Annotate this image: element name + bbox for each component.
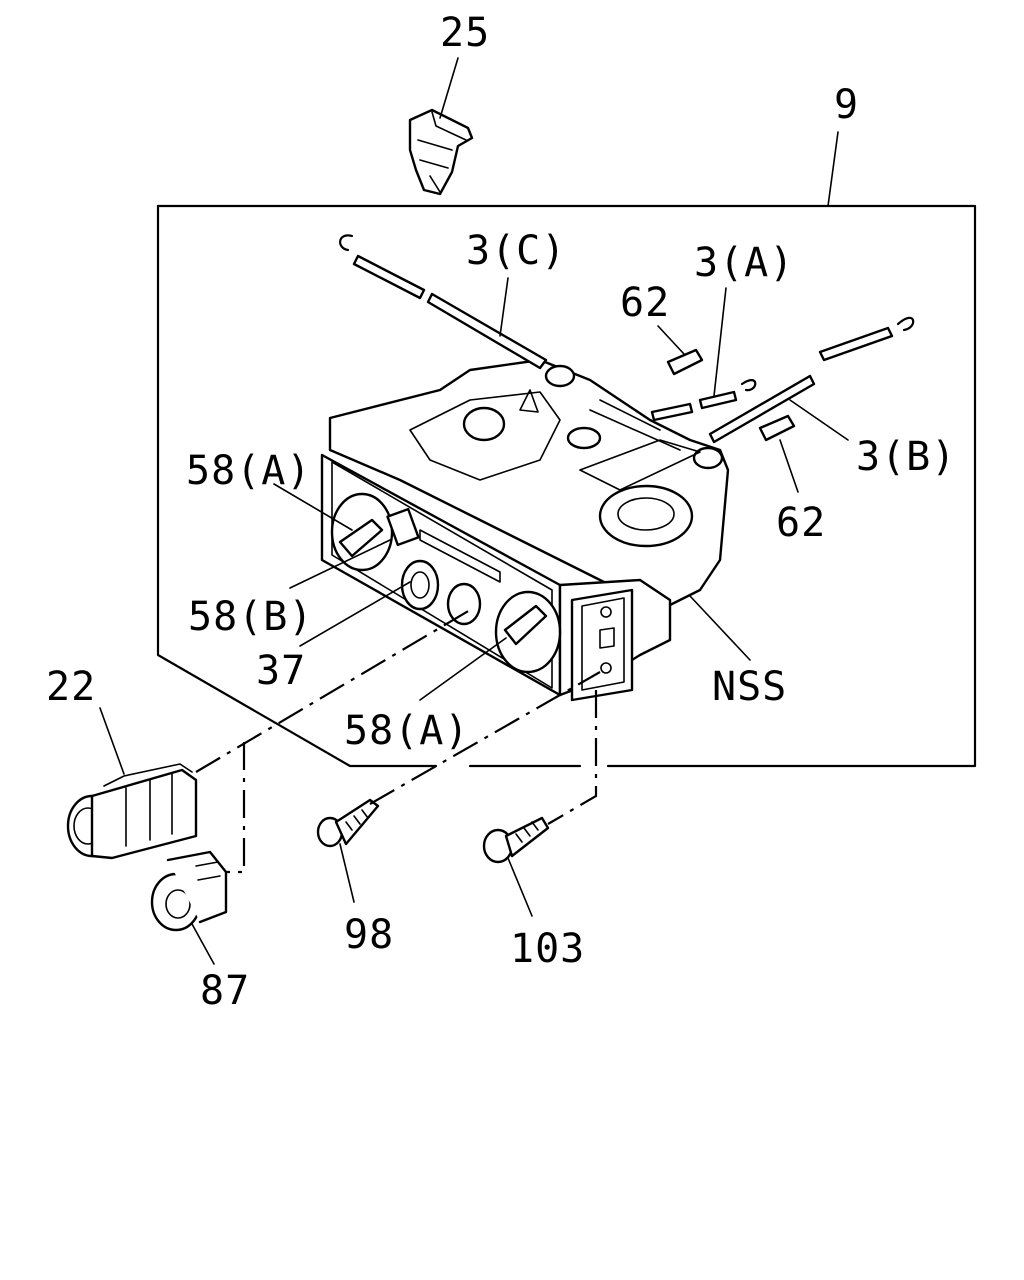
bezel-part-87: [150, 850, 228, 932]
label-58a-top: 58(A): [186, 448, 311, 494]
installation-lines: [195, 609, 601, 874]
label-37: 37: [256, 648, 306, 694]
switch-part-22: [66, 763, 198, 860]
clip-part-25: [408, 108, 474, 196]
lamp-37: [400, 559, 440, 611]
knob-hole-center: [446, 582, 482, 626]
label-62-upper: 62: [620, 280, 670, 326]
label-62-right: 62: [776, 500, 826, 546]
assembly-frame-left: [156, 204, 438, 768]
heater-control-assembly: [320, 358, 730, 702]
label-9: 9: [834, 82, 859, 128]
leader-lines: [99, 57, 849, 965]
assembly-frame: [156, 204, 977, 768]
part-labels: 25 9 3(C) 3(A) 62 3(B) 62 58(A) 58(B) 37…: [46, 10, 956, 1014]
label-103: 103: [510, 926, 585, 972]
label-3b: 3(B): [856, 434, 956, 480]
blend-door-dial: [598, 484, 694, 548]
cable-3b: [708, 316, 915, 444]
screw-part-103: [482, 816, 550, 864]
label-nss: NSS: [712, 664, 787, 710]
label-98: 98: [344, 912, 394, 958]
bolt-part-98: [316, 798, 380, 848]
label-58b: 58(B): [188, 594, 313, 640]
pin-62-upper: [666, 348, 704, 376]
pin-62-right: [758, 414, 796, 442]
label-22: 22: [46, 664, 96, 710]
cable-3c: [339, 234, 548, 370]
knob-58a-bottom: [503, 604, 548, 646]
label-3c: 3(C): [466, 228, 566, 274]
knob-58b: [386, 507, 420, 547]
label-25: 25: [440, 10, 490, 56]
cable-3a: [650, 379, 757, 422]
label-87: 87: [200, 968, 250, 1014]
side-connector: [570, 588, 634, 702]
label-3a: 3(A): [694, 240, 794, 286]
knob-58a-top: [338, 518, 384, 558]
label-58a-bottom: 58(A): [344, 708, 469, 754]
